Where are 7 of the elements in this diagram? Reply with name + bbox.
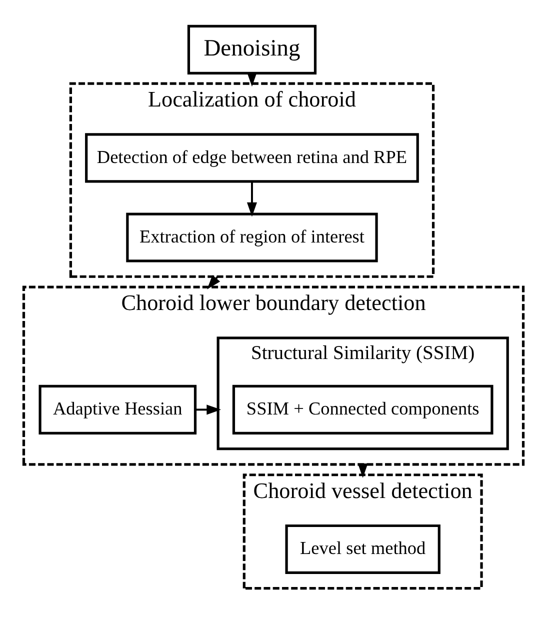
node-box: Detection of edge between retina and RPE: [85, 132, 419, 182]
node-box: SSIM + Connected components: [232, 384, 494, 434]
arrow: [196, 404, 222, 414]
node-box: Adaptive Hessian: [38, 384, 197, 434]
node-box: Extraction of region of interest: [126, 212, 378, 262]
arrow: [246, 181, 257, 216]
node-box: Level set method: [285, 524, 440, 574]
